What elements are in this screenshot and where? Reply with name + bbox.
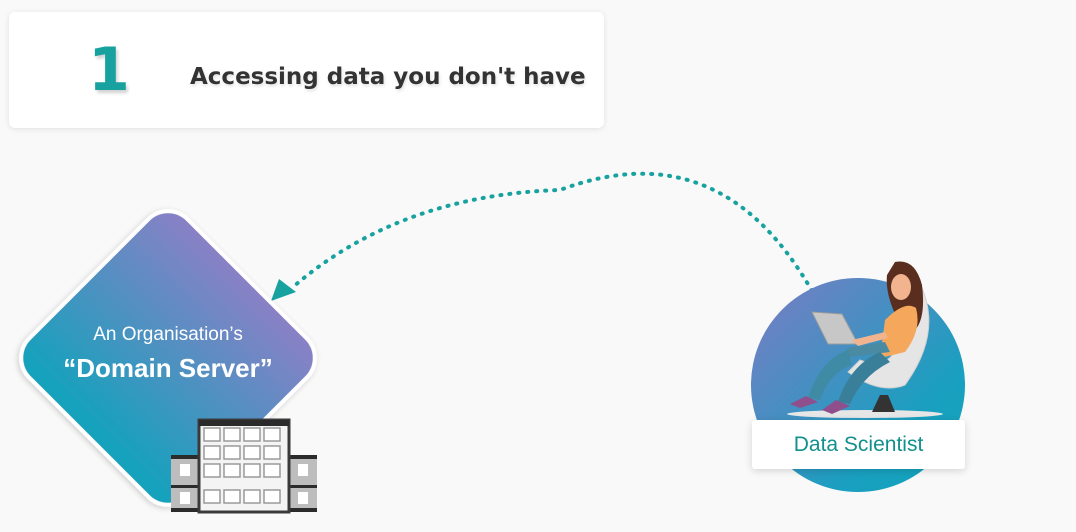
data-scientist-label: Data Scientist (752, 420, 965, 469)
step-card: 1 Accessing data you don't have (9, 12, 604, 128)
server-title: “Domain Server” (63, 353, 273, 383)
server-caption: An Organisation’s (93, 324, 243, 345)
arrow-head-icon (271, 279, 296, 301)
step-number: 1 (88, 35, 130, 105)
building-icon (171, 418, 317, 514)
connection-arc (291, 171, 814, 293)
step-title: Accessing data you don't have (190, 64, 586, 90)
person-with-laptop-illustration (787, 261, 943, 418)
